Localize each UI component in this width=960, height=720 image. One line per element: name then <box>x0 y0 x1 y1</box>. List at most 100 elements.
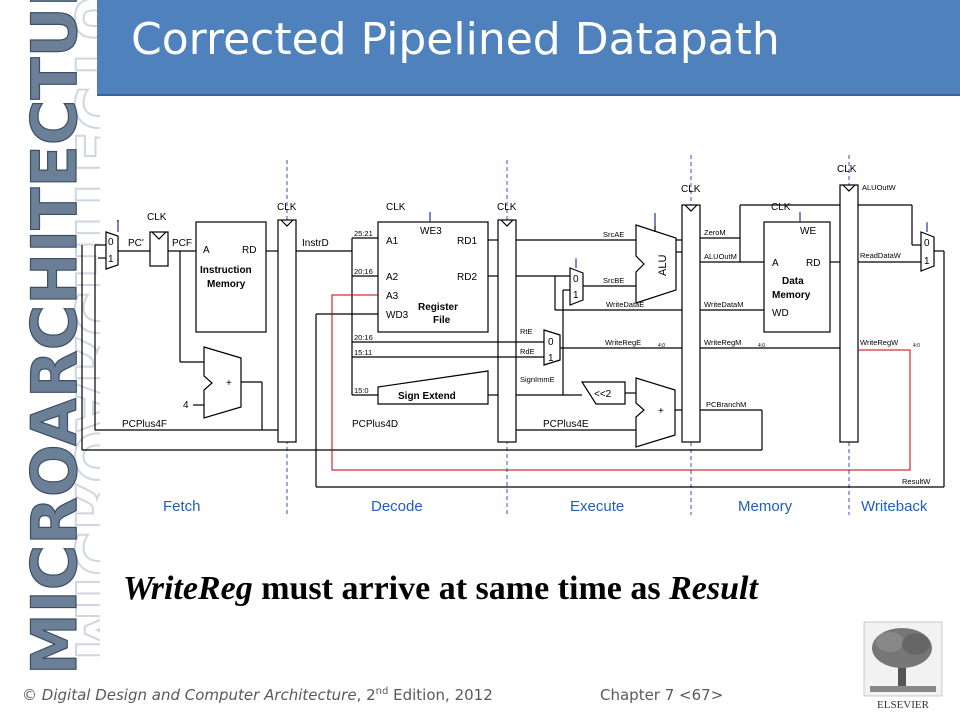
im-a: A <box>203 245 210 256</box>
rf-a2: A2 <box>386 272 399 283</box>
clk-label-em: CLK <box>681 184 701 195</box>
srcb-mux <box>569 267 584 306</box>
stage-memory: Memory <box>738 498 793 515</box>
label-srcae: SrcAE <box>603 230 624 239</box>
title-bar: Corrected Pipelined Datapath <box>97 0 960 96</box>
caption-result: Result <box>669 570 758 607</box>
publisher-name: ELSEVIER <box>877 699 930 711</box>
pc-register <box>149 231 169 267</box>
label-writedatam: WriteDataM <box>704 300 743 309</box>
tree-icon <box>870 628 936 692</box>
book-title: Digital Design and Computer Architecture <box>41 686 357 704</box>
stage-fetch: Fetch <box>163 498 201 515</box>
mux-res-0: 0 <box>924 238 930 249</box>
alu <box>635 224 677 304</box>
label-aluoutm: ALUOutM <box>704 252 737 261</box>
label-rde: RdE <box>520 347 535 356</box>
mux-wr-1: 1 <box>548 353 554 364</box>
label-writeregw-sub: 4:0 <box>913 343 920 349</box>
edition-suffix: Edition, 2012 <box>388 686 493 704</box>
mux-srcb-0: 0 <box>573 274 579 285</box>
label-instrd: InstrD <box>302 238 329 249</box>
stage-execute: Execute <box>570 498 624 515</box>
rf-rd1: RD1 <box>457 236 477 247</box>
label-pcplus4f: PCPlus4F <box>122 419 167 430</box>
bits-20-16-a: 20:16 <box>354 267 373 276</box>
label-resultw: ResultW <box>902 477 931 486</box>
stage-decode: Decode <box>371 498 423 515</box>
side-title-shadow: MICROARCHITECTURE <box>61 0 100 661</box>
sign-extend-unit <box>377 370 489 405</box>
rf-a3: A3 <box>386 291 399 302</box>
label-srcbe: SrcBE <box>603 276 624 285</box>
mux-res-1: 1 <box>924 256 930 267</box>
rf-rd2: RD2 <box>457 272 477 283</box>
dm-rd: RD <box>806 258 820 269</box>
footer-chapter: Chapter 7 <67> <box>600 686 724 704</box>
clk-label-fd: CLK <box>277 202 297 213</box>
mux-wr-0: 0 <box>548 337 554 348</box>
dm-a: A <box>772 258 779 269</box>
label-signimme: SignImmE <box>520 375 555 384</box>
mux-pc-1: 1 <box>108 254 114 265</box>
label-pcf: PCF <box>172 238 192 249</box>
side-banner: MICROARCHITECTURE MICROARCHITECTURE <box>17 0 100 676</box>
label-writeregw: WriteRegW <box>860 338 899 347</box>
clk-label-dm: CLK <box>771 202 791 213</box>
dm-wd: WD <box>772 308 789 319</box>
mux-srcb-1: 1 <box>573 290 579 301</box>
footer-copyright: © Digital Design and Computer Architectu… <box>22 686 493 704</box>
label-writerege: WriteRegE <box>605 338 641 347</box>
rf-name1: Register <box>418 302 458 313</box>
label-writedatae: WriteDataE <box>606 300 644 309</box>
mux-pc-0: 0 <box>108 237 114 248</box>
label-pcbranchm: PCBranchM <box>706 400 746 409</box>
side-title: MICROARCHITECTURE <box>18 0 91 675</box>
stage-writeback: Writeback <box>861 498 928 515</box>
instruction-memory <box>195 221 267 333</box>
data-memory <box>763 221 831 333</box>
pipeline-register-mw <box>839 184 859 443</box>
caption-writereg: WriteReg <box>123 570 253 607</box>
label-readdataw: ReadDataW <box>860 251 902 260</box>
label-pcplus4e: PCPlus4E <box>543 419 589 430</box>
result-mux <box>920 231 935 272</box>
rf-a1: A1 <box>386 236 399 247</box>
pipeline-register-fd <box>277 219 297 443</box>
bits-20-16-b: 20:16 <box>354 333 373 342</box>
rf-wd3: WD3 <box>386 310 409 321</box>
rf-we3: WE3 <box>420 226 442 237</box>
label-writeregm-sub: 4:0 <box>758 343 765 349</box>
im-name2: Memory <box>207 279 246 290</box>
register-file <box>377 221 489 333</box>
label-pc-prime: PC' <box>128 238 144 249</box>
writereg-path <box>331 294 911 471</box>
im-name1: Instruction <box>200 265 252 276</box>
label-rte: RtE <box>520 327 533 336</box>
label-writeregm: WriteRegM <box>704 338 741 347</box>
bits-25-21: 25:21 <box>354 229 373 238</box>
branch-adder <box>635 377 676 448</box>
edition-sup: nd <box>375 686 389 697</box>
adder-branch-label: + <box>658 406 664 417</box>
pc-mux <box>105 231 119 270</box>
dm-name1: Data <box>782 276 804 287</box>
clk-label-de: CLK <box>497 202 517 213</box>
label-pcplus4d: PCPlus4D <box>352 419 398 430</box>
pipeline-register-de <box>497 219 517 443</box>
pipeline-register-em <box>681 204 701 443</box>
copyright-symbol: © <box>22 686 42 704</box>
caption-middle: must arrive at same time as <box>252 570 670 607</box>
writereg-mux <box>543 329 561 366</box>
shift-label: <<2 <box>594 389 612 400</box>
bits-15-0: 15:0 <box>354 386 369 395</box>
slide-title: Corrected Pipelined Datapath <box>131 14 780 65</box>
edition-prefix: , 2 <box>356 686 376 704</box>
clk-label-mw: CLK <box>837 164 857 175</box>
dm-we: WE <box>800 226 816 237</box>
clk-label-rf: CLK <box>386 202 406 213</box>
adder-fetch-label: + <box>226 378 232 389</box>
pcplus4-adder <box>203 346 242 419</box>
label-aluoutw: ALUOutW <box>862 183 897 192</box>
sign-extend-label: Sign Extend <box>398 391 456 402</box>
